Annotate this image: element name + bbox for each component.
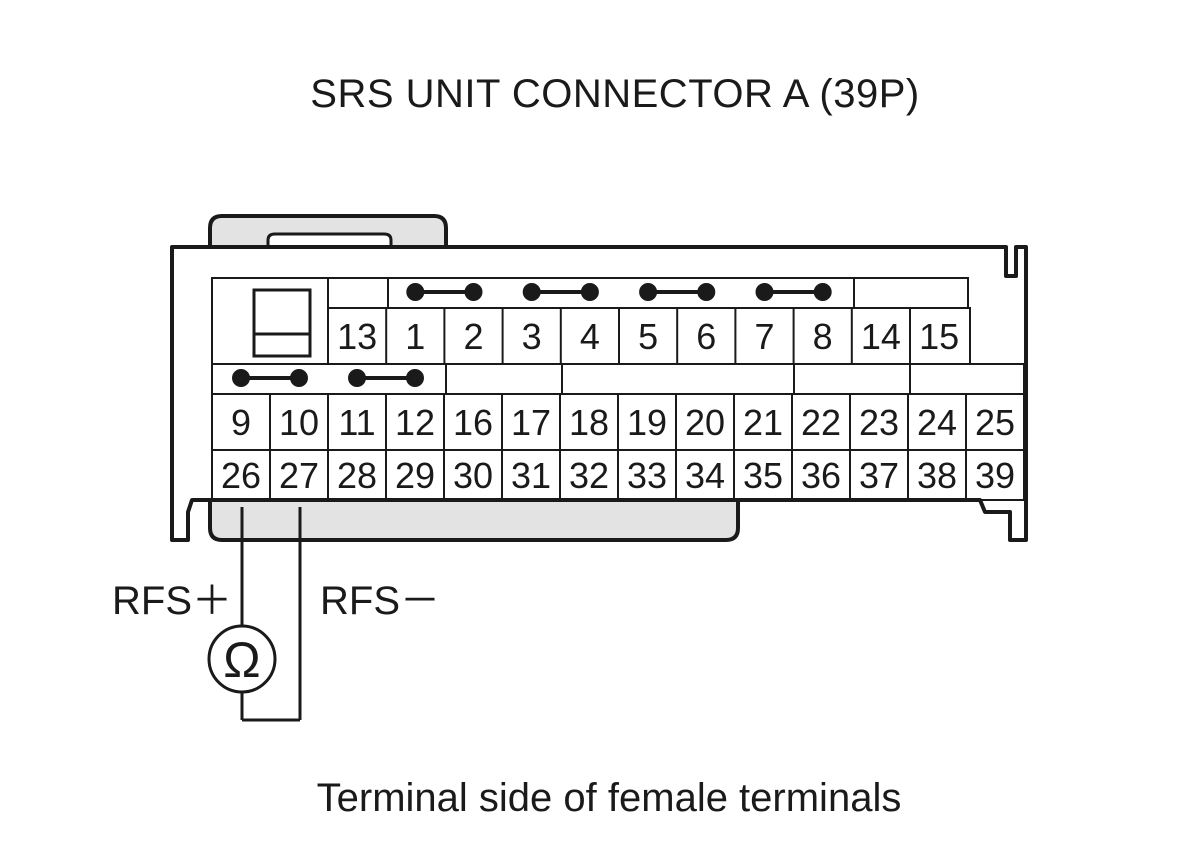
pin-number: 20 <box>685 402 725 443</box>
pin-number: 4 <box>580 316 600 357</box>
pin-number: 38 <box>917 455 957 496</box>
ohmmeter-icon <box>207 624 277 694</box>
shorting-bar-contact <box>348 369 366 387</box>
pin-number: 11 <box>338 402 375 443</box>
shorting-bar-contact <box>290 369 308 387</box>
pin-number: 19 <box>627 402 667 443</box>
pin-number: 14 <box>861 316 901 357</box>
pin-number: 5 <box>638 316 658 357</box>
pin-number: 17 <box>511 402 551 443</box>
ohm-symbol: Ω <box>223 632 260 688</box>
pin-number: 34 <box>685 455 725 496</box>
shorting-bar-contact <box>580 283 599 301</box>
pin-number: 35 <box>743 455 783 496</box>
cell-dividers <box>269 308 967 500</box>
pin-number: 25 <box>975 402 1015 443</box>
shorting-bar-contact <box>522 283 541 301</box>
shorting-bar-contact <box>813 283 832 301</box>
shorting-bar-contact <box>406 369 424 387</box>
keying-slot <box>252 288 312 358</box>
pin-number: 29 <box>395 455 435 496</box>
pin-number: 1 <box>405 316 425 357</box>
pin-number: 37 <box>859 455 899 496</box>
pin-number: 22 <box>801 402 841 443</box>
pin-number: 6 <box>696 316 716 357</box>
pin-number: 21 <box>743 402 783 443</box>
pin-number: 3 <box>522 316 542 357</box>
pin-number: 9 <box>231 402 251 443</box>
pin-number: 13 <box>337 316 377 357</box>
pin-number: 10 <box>279 402 319 443</box>
shorting-bar-contact <box>406 283 425 301</box>
pin-number: 33 <box>627 455 667 496</box>
pin-number: 31 <box>511 455 551 496</box>
diagram-title: SRS UNIT CONNECTOR A (39P) <box>310 72 920 116</box>
pin-number: 26 <box>221 455 261 496</box>
pin-number: 36 <box>801 455 841 496</box>
shorting-bar-contact <box>232 369 250 387</box>
pin-number: 2 <box>463 316 483 357</box>
connector-bottom-band <box>208 498 740 542</box>
pin-number: 7 <box>754 316 774 357</box>
pin-number: 28 <box>337 455 377 496</box>
shorting-bar-contact <box>697 283 716 301</box>
ohmmeter-circuit <box>207 507 302 722</box>
pin-number: 32 <box>569 455 609 496</box>
pin-number: 12 <box>395 402 435 443</box>
latch-slot <box>266 232 393 247</box>
pin-number: 30 <box>453 455 493 496</box>
shorting-bar-contact <box>464 283 483 301</box>
pin-number: 8 <box>813 316 833 357</box>
pin-number: 23 <box>859 402 899 443</box>
pin-number: 27 <box>279 455 319 496</box>
pin-number: 18 <box>569 402 609 443</box>
shorting-bar-contact <box>755 283 774 301</box>
diagram-caption: Terminal side of female terminals <box>316 776 902 820</box>
shorting-bars <box>232 283 832 387</box>
probe-label-plus: RFS＋ <box>112 579 232 623</box>
probe-label-minus: RFS－ <box>320 579 440 623</box>
pin-number: 39 <box>975 455 1015 496</box>
shorting-bar-contact <box>639 283 658 301</box>
pin-number: 16 <box>453 402 493 443</box>
pin-number: 24 <box>917 402 957 443</box>
pin-number: 15 <box>919 316 959 357</box>
